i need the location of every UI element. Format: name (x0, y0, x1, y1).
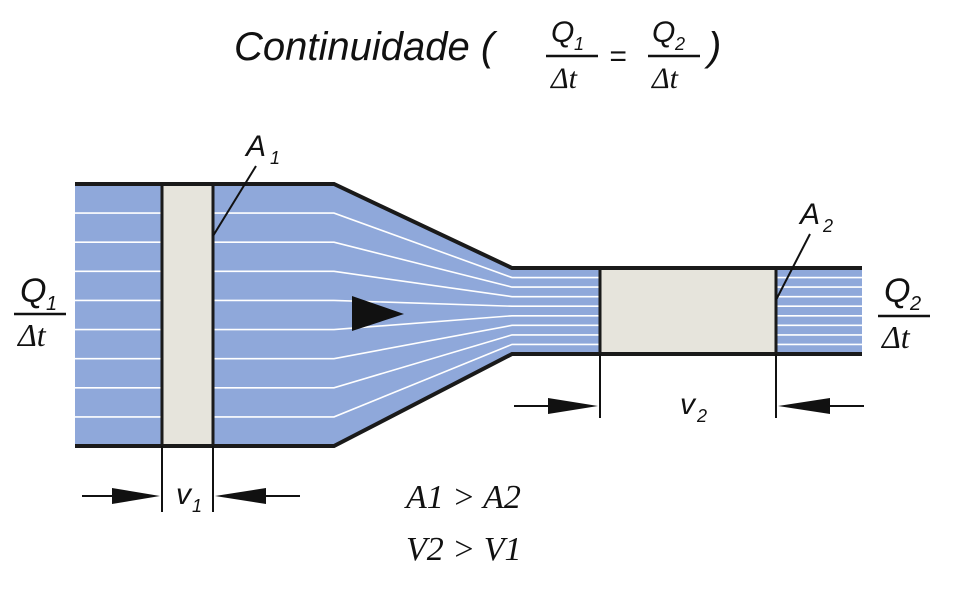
dimension-v2-arrow-right (778, 398, 830, 414)
slice-a1 (160, 182, 215, 448)
title-close: ) (704, 25, 721, 69)
label-a2-text: A (798, 198, 820, 231)
title-equals: = (609, 40, 627, 73)
relation-area: A1 > A2 (404, 479, 521, 516)
title-text: Continuidade ( (234, 25, 498, 69)
label-a1: A 1 (212, 130, 280, 237)
slice-a2 (598, 266, 778, 356)
label-a2: A 2 (775, 198, 833, 301)
left-flow-sub: 1 (46, 293, 57, 315)
right-flow-num: Q (884, 272, 910, 310)
label-a1-sub: 1 (270, 148, 280, 168)
label-v2-text: v (680, 388, 697, 421)
title-equation: Continuidade ( Q 1 Δt = Q 2 Δt ) (234, 16, 721, 95)
left-flow-rate: Q 1 Δt (14, 272, 66, 353)
dimension-v2-arrow-left (548, 398, 598, 414)
title-frac-left-den: Δt (550, 62, 578, 95)
label-a1-leader (212, 165, 257, 237)
left-flow-num: Q (20, 272, 46, 310)
dimension-v1-arrow-left (112, 488, 160, 504)
label-v1-sub: 1 (192, 496, 202, 516)
title-frac-right-sub: 2 (674, 34, 685, 54)
left-flow-den: Δt (16, 317, 47, 353)
label-a2-leader (775, 233, 811, 301)
pipe-wall-bottom (75, 352, 862, 448)
right-flow-sub: 2 (909, 293, 921, 315)
title-frac-right-den: Δt (651, 62, 679, 95)
right-flow-den: Δt (880, 319, 911, 355)
relation-velocity: V2 > V1 (406, 531, 521, 568)
label-a1-text: A (244, 130, 266, 163)
label-v2-sub: 2 (696, 406, 707, 426)
flow-direction-arrow (352, 296, 404, 331)
title-frac-right-num: Q (652, 16, 675, 49)
label-v1-text: v (176, 478, 193, 511)
pipe-fluid (75, 184, 862, 446)
right-flow-rate: Q 2 Δt (878, 272, 930, 355)
dimension-v2 (514, 354, 864, 418)
title-frac-left-num: Q (551, 16, 574, 49)
label-a2-sub: 2 (822, 216, 833, 236)
title-frac-left-sub: 1 (574, 34, 584, 54)
pipe-wall-top (75, 182, 862, 270)
dimension-v1 (82, 446, 300, 512)
dimension-v1-arrow-right (215, 488, 266, 504)
